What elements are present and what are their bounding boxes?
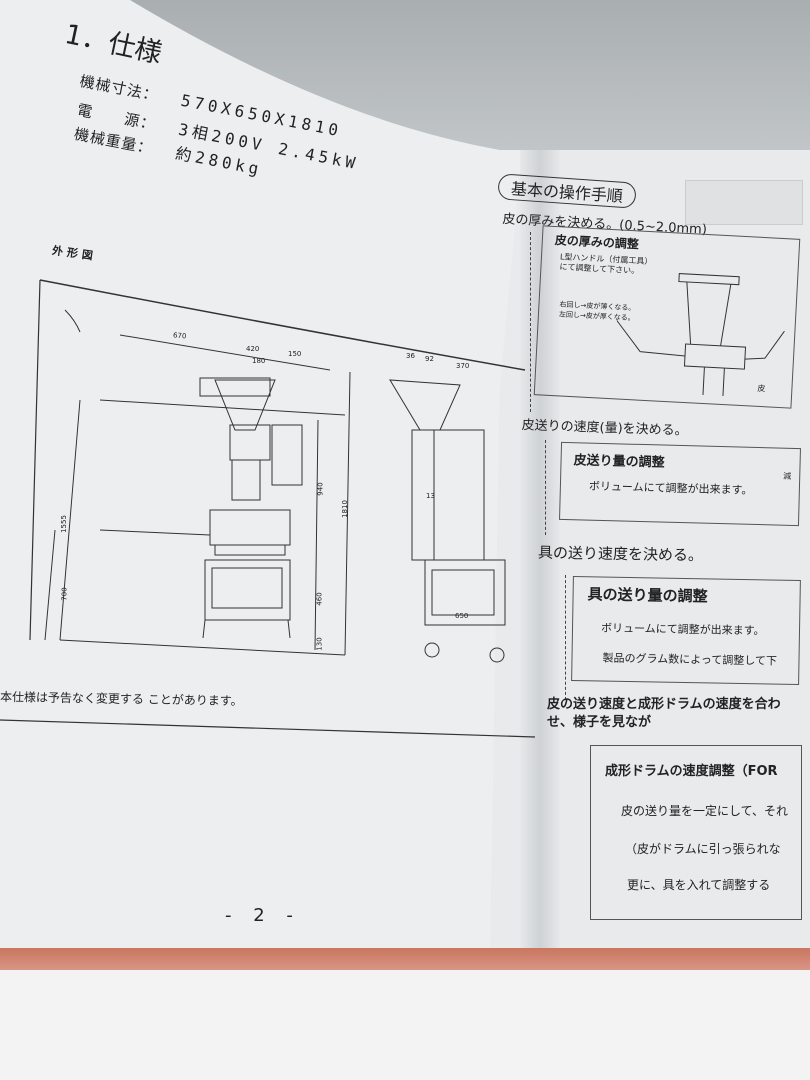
box-text: ボリュームにて調整が出来ます。 [600,621,765,638]
step-title: 具の送り速度を決める。 [537,543,704,565]
dim-label: 460 [315,592,324,606]
dim-label: 180 [252,357,266,365]
box-title: 皮送り量の調整 [573,453,665,471]
header-box [685,180,803,225]
dim-label: 92 [425,355,434,363]
adjuster-diagram [616,273,785,397]
box-text: 皮の送り量を一定にして、それ [621,804,789,818]
step-box: 皮の厚みの調整 L型ハンドル（付属工具） にて調整して下さい。 右回し→皮が薄く… [533,225,801,409]
arrow-label: 皮 [757,383,766,394]
step-box: 具の送り量の調整 ボリュームにて調整が出来ます。 製品のグラム数によって調整して… [571,576,801,685]
dim-label: 36 [406,352,415,360]
dim-label: 650 [455,612,469,620]
book-cover-edge [0,948,810,970]
box-text: （皮がドラムに引っ張られな [625,842,781,856]
box-text: ボリュームにて調整が出来ます。 [588,479,753,497]
dim-label: 370 [456,362,470,370]
outline-drawing [29,279,526,663]
box-title: 皮の厚みの調整 [554,233,640,252]
dim-label: 700 [60,587,69,601]
left-page [0,0,560,955]
box-text: 製品のグラム数によって調整して下 [602,651,778,668]
book-gutter [520,150,560,955]
step-box: 皮送り量の調整 ボリュームにて調整が出来ます。 減 [559,441,801,527]
dim-label: 1555 [59,515,68,533]
flow-arrow [530,232,531,412]
step-title: 皮の送り速度と成形ドラムの速度を合わせ、様子を見なが [547,697,781,730]
dim-label: 150 [288,350,302,358]
box-text: 更に、具を入れて調整する [627,878,771,892]
table-surface [0,970,810,1080]
step-box: 成形ドラムの速度調整（FOR 皮の送り量を一定にして、それ （皮がドラムに引っ張… [590,745,802,920]
flow-arrow [545,440,546,535]
dim-label: 670 [172,331,187,341]
dim-label: 130 [315,637,324,651]
dim-label: 1810 [340,500,349,518]
dim-label: 940 [316,482,325,496]
divider-line [0,719,536,738]
dim-label: 13 [426,492,435,500]
box-title: 具の送り量の調整 [587,585,708,606]
box-title: 成形ドラムの速度調整（FOR [605,764,778,779]
dim-label: 420 [246,345,260,353]
side-label: 減 [783,471,792,481]
page-number: - 2 - [225,905,301,926]
flow-arrow [565,575,566,700]
